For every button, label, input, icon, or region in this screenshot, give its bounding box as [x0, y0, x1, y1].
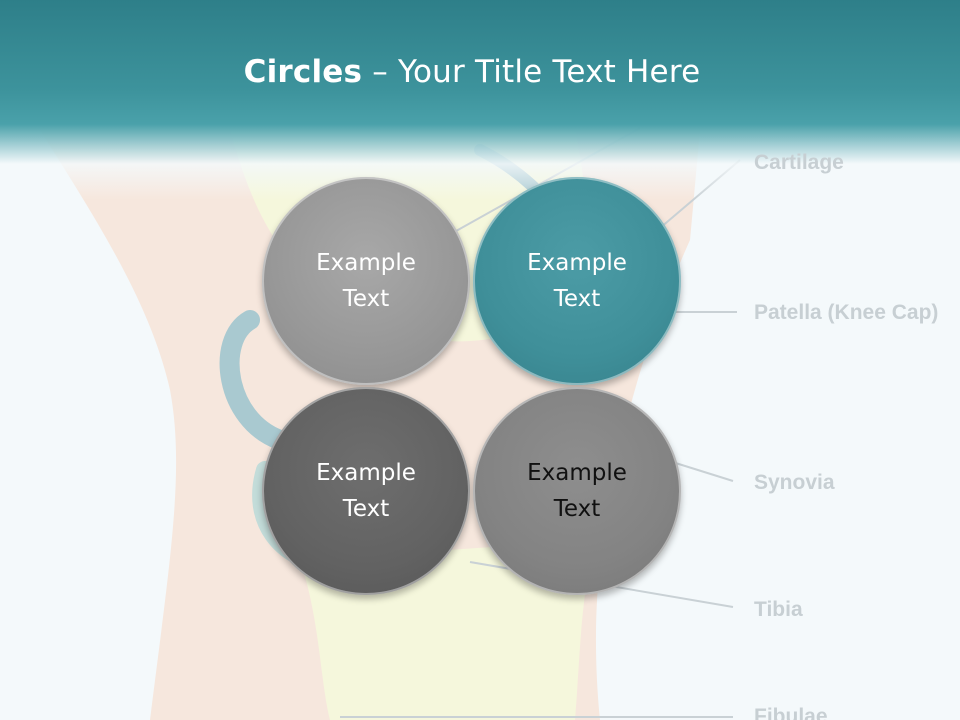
label-cartilage: Cartilage: [754, 151, 844, 174]
title-bold: Circles: [243, 54, 363, 90]
slide-title[interactable]: Circles – Your Title Text Here: [0, 54, 944, 90]
label-tibia: Tibia: [754, 598, 803, 621]
label-synovia: Synovia: [754, 471, 835, 494]
label-fibulae: Fibulae: [754, 705, 828, 720]
label-patella: Patella (Knee Cap): [754, 301, 939, 324]
title-rest: – Your Title Text Here: [362, 54, 701, 90]
header-band: [0, 0, 960, 200]
